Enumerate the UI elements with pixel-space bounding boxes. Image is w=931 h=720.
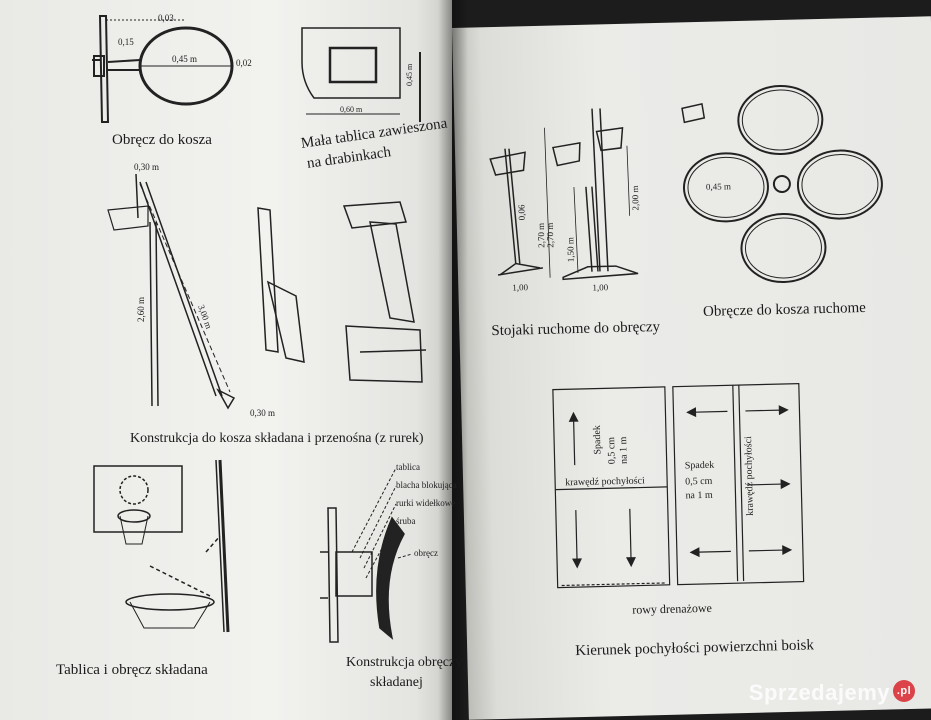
small-board-figure: 0,60 m 0,45 m [301,27,421,122]
watermark-text: Sprzedajemy [748,680,890,705]
folding-hoop-caption-1: Konstrukcja obręczy [346,655,463,670]
hoop-dim-top: 0,03 [158,13,174,23]
folding-construction-caption: Konstrukcja do kosza składana i przenośn… [130,431,424,446]
slope-figure: Spadek 0,5 cm na 1 m krawędź pochyłości … [552,383,805,589]
stands-base-a: 1,00 [512,282,528,292]
folding-construction-figure: 0,30 m 2,60 m 3,00 m 0,30 m [107,162,427,418]
stands-dim-b: 2,70 m [536,223,547,248]
slope-left-line3: na 1 m [618,436,630,464]
stands-caption: Stojaki ruchome do obręczy [491,319,661,340]
stands-dim-e: 2,00 m [630,185,641,210]
slope-right-line2: 0,5 cm [685,476,713,488]
hoop-dim-ring: 0,02 [236,58,252,68]
folding-dim-base: 0,30 m [250,408,275,418]
folding-dim-diag: 3,00 m [196,303,214,330]
slope-left-line2: 0,5 cm [606,437,618,465]
fh-label-2: rurki widełkowe [396,498,455,508]
small-board-dim-height: 0,45 m [405,63,414,86]
stands-base-b: 1,00 [592,282,608,292]
slope-caption: Kierunek pochyłości powierzchni boisk [575,637,815,660]
slope-right-edge: krawędź pochyłości [743,436,756,516]
fh-label-4: obręcz [414,548,438,558]
hoop-dim-diameter: 0,45 m [172,54,197,64]
fh-label-3: śruba [396,516,416,526]
slope-left-line1: Spadek [592,425,604,455]
movable-hoops-figure: 0,45 m [681,84,883,283]
folding-dim-top: 0,30 m [134,162,159,172]
folding-hoop-figure: tablica blacha blokująca rurki widełkowe… [320,462,457,643]
watermark-badge: .pl [893,680,915,702]
hoop-figure: 0,03 0,15 0,45 m 0,02 [92,13,252,123]
stands-figure: 0,06 2,70 m 2,70 m 1,50 m 2,00 m 1,00 1,… [489,108,641,293]
small-board-dim-width: 0,60 m [340,105,363,114]
stands-dim-a: 0,06 [516,204,526,220]
fh-label-1: blacha blokująca [396,480,457,490]
stands-dim-d: 1,50 m [565,237,576,262]
hoop-dim-arm: 0,15 [118,37,134,47]
book-gutter [438,0,468,720]
stands-dim-c: 2,70 m [545,223,556,248]
folding-dim-height: 2,60 m [136,297,146,322]
board-folding-caption: Tablica i obręcz składana [56,662,208,678]
board-folding-figure [93,459,230,633]
movable-hoops-caption: Obręcze do kosza ruchome [702,299,867,320]
folding-hoop-caption-2: składanej [370,675,423,690]
slope-right-line3: na 1 m [685,490,713,502]
movable-hoops-dim: 0,45 m [706,181,731,192]
slope-right-line1: Spadek [685,460,715,472]
right-page: 0,06 2,70 m 2,70 m 1,50 m 2,00 m 1,00 1,… [452,16,931,720]
slope-drain-label: rowy drenażowe [632,600,713,617]
fh-label-0: tablica [396,462,420,472]
hoop-caption: Obręcz do kosza [112,132,212,148]
slope-left-edge: krawędź pochyłości [565,475,645,488]
watermark: Sprzedajemy.pl [749,680,915,706]
